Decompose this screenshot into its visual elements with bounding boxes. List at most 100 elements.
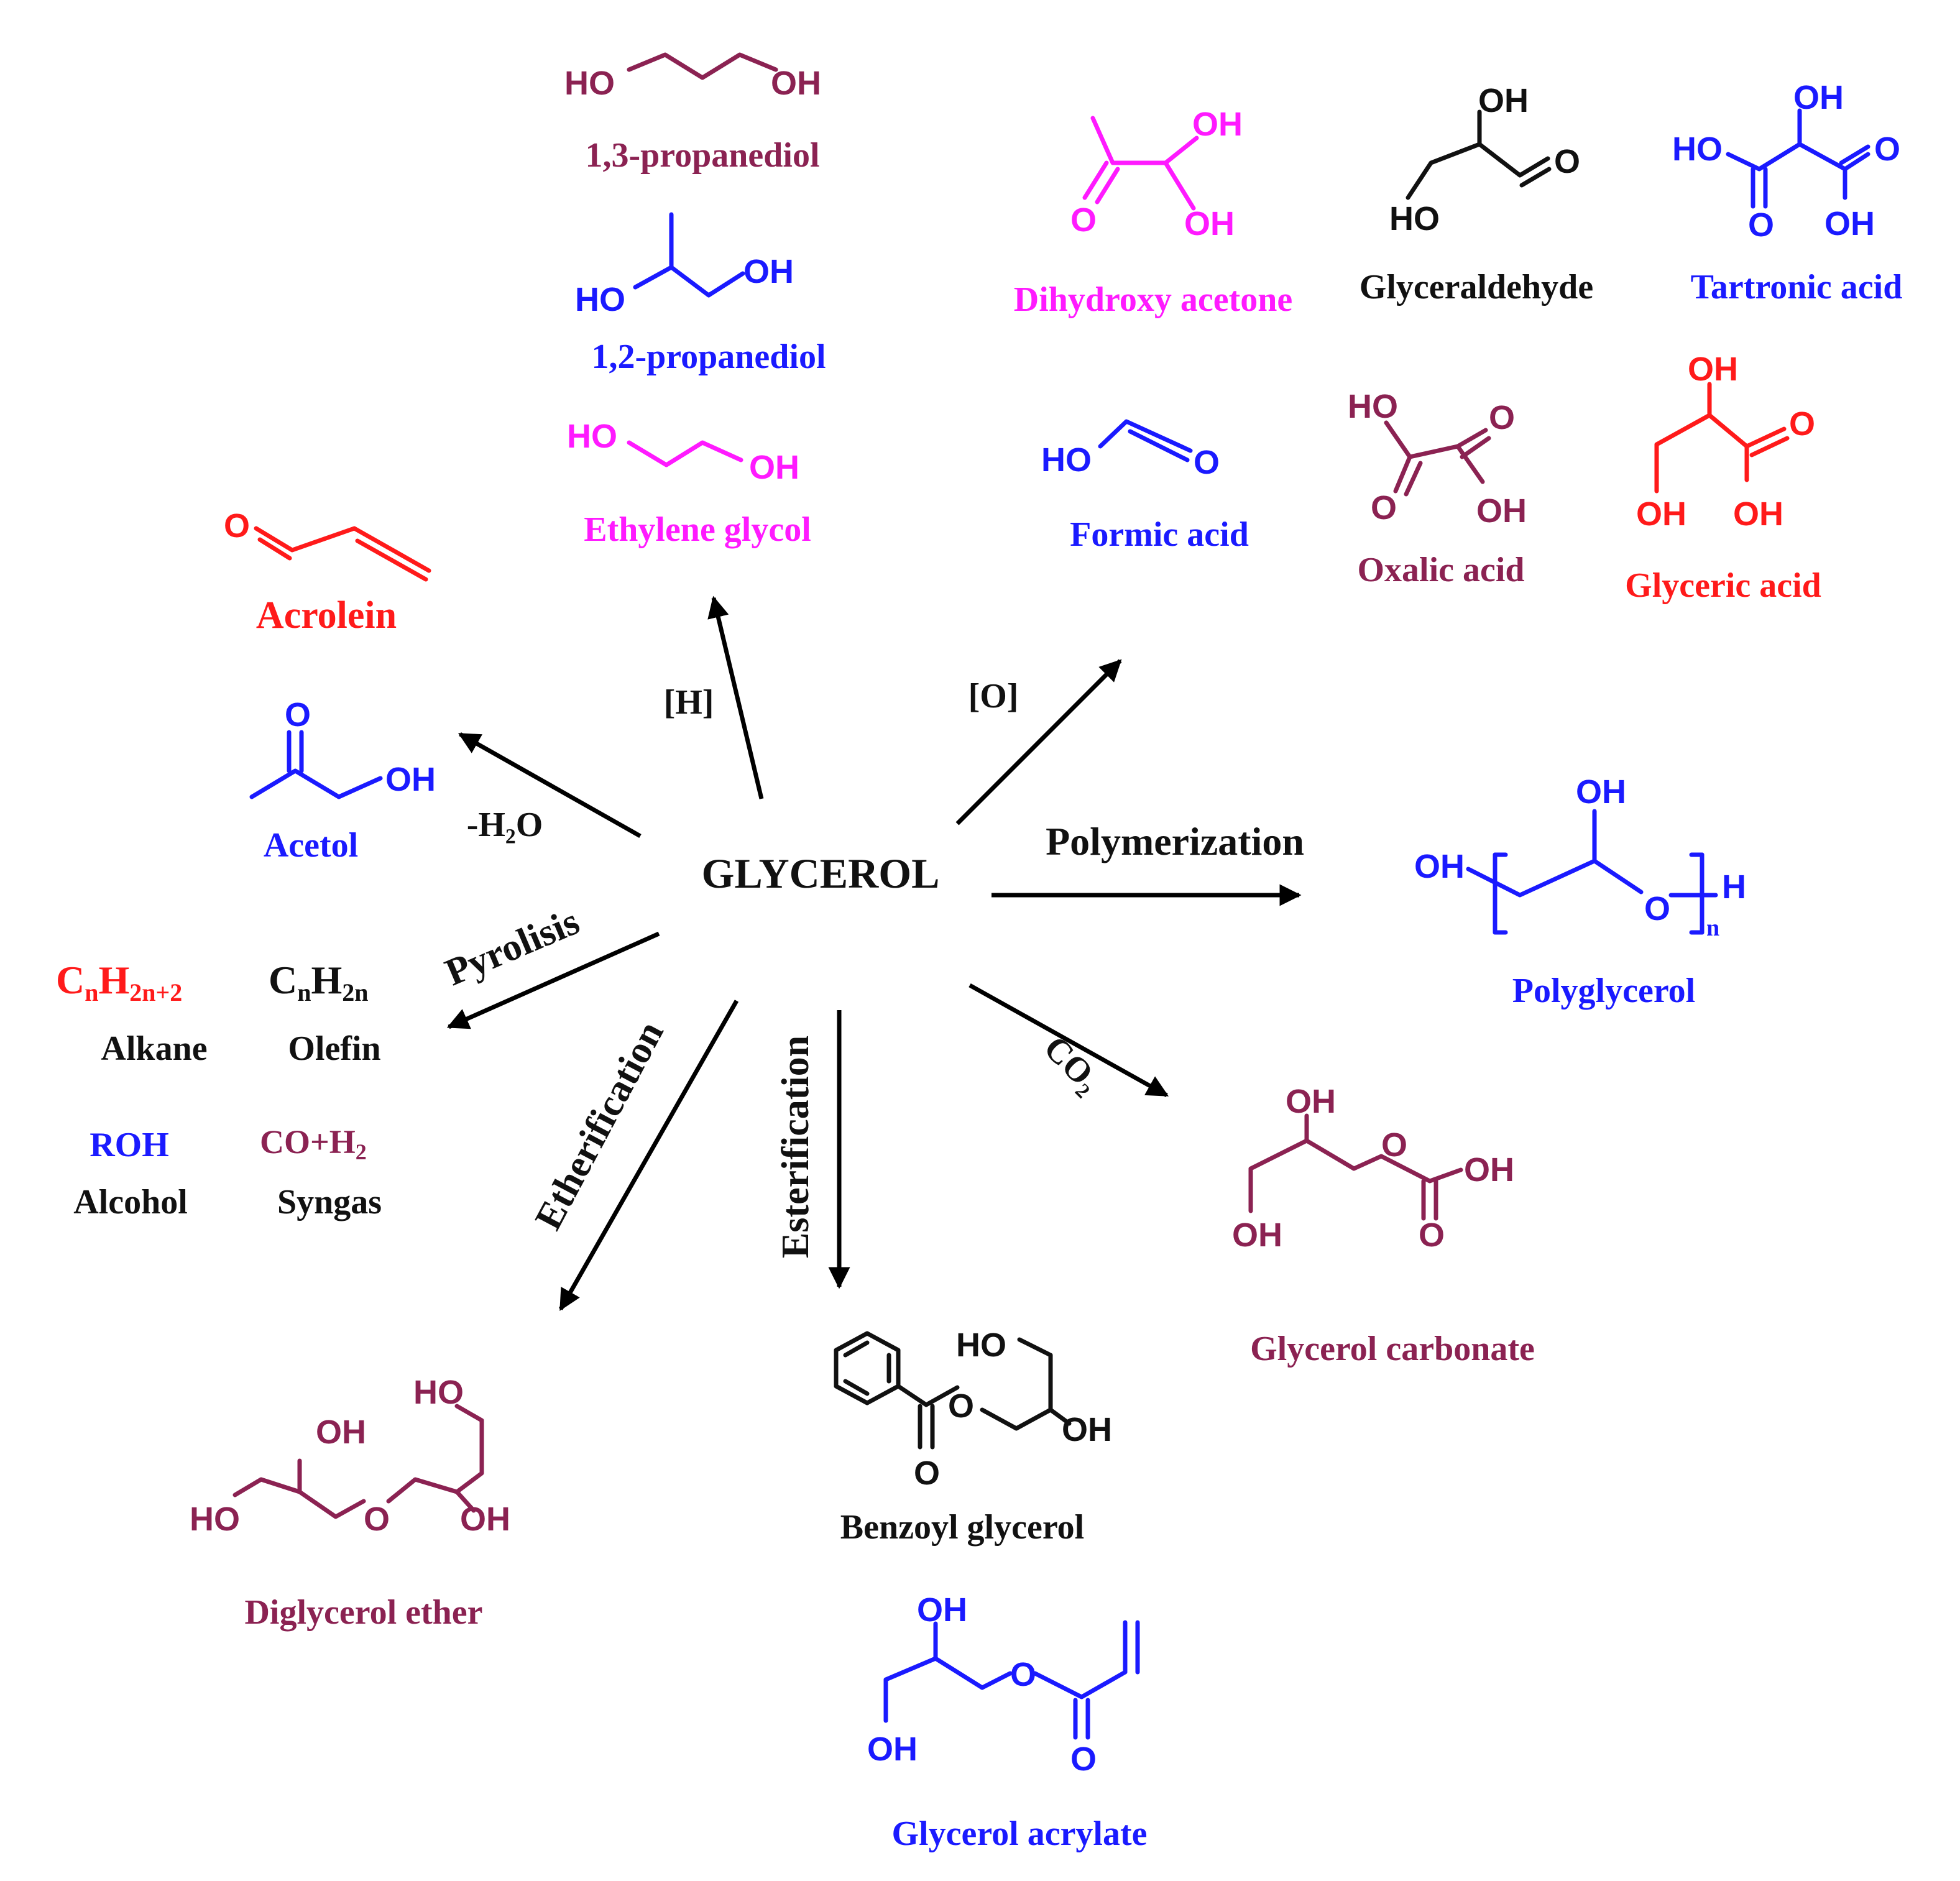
molecule-glyceraldehyde: OH HO O Glyceraldehyde xyxy=(1360,82,1593,306)
label-ethylene-glycol: Ethylene glycol xyxy=(584,510,811,549)
label-dihydroxy-acetone: Dihydroxy acetone xyxy=(1014,280,1293,319)
label-alkane: Alkane xyxy=(101,1029,207,1068)
label-tartronic-acid: Tartronic acid xyxy=(1691,268,1903,306)
atom-oh: OH xyxy=(1478,82,1529,119)
route-label-esterification: Esterification xyxy=(775,1036,817,1258)
arrow-oxidation xyxy=(955,659,1122,826)
atom-oh: OH xyxy=(749,449,799,486)
atom-o: O xyxy=(1070,201,1097,239)
molecule-oxalic-acid: HO O O OH Oxalic acid xyxy=(1348,388,1527,589)
atom-ho: HO xyxy=(1348,388,1398,425)
label-glycerol-acrylate: Glycerol acrylate xyxy=(891,1814,1147,1853)
atom-oh: OH xyxy=(1688,351,1738,388)
atom-oh: OH xyxy=(1062,1411,1112,1448)
atom-oh: OH xyxy=(1192,106,1243,143)
atom-oh: OH xyxy=(1733,495,1783,533)
arrow-etherification xyxy=(558,1000,739,1312)
atom-oh: OH xyxy=(316,1414,366,1451)
atom-o: O xyxy=(364,1501,390,1538)
atom-oh: OH xyxy=(771,65,821,102)
arrow-dehydration xyxy=(458,732,642,839)
label-alcohol: Alcohol xyxy=(73,1183,188,1221)
arrow-hydrogenation xyxy=(707,596,764,799)
atom-o: O xyxy=(1070,1741,1097,1778)
route-label-oxidation: [O] xyxy=(968,677,1019,715)
arrow-carboxylation xyxy=(968,983,1169,1098)
molecule-benzoyl-glycerol: HO O OH O Benzoyl glycerol xyxy=(834,1327,1112,1547)
atom-oh: OH xyxy=(385,761,436,798)
molecule-glycerol-acrylate: OH O OH O Glycerol acrylate xyxy=(867,1591,1148,1853)
atom-o: O xyxy=(224,507,250,545)
formula-syngas: CO+H2 xyxy=(260,1123,367,1164)
atom-oh: OH xyxy=(1476,492,1527,530)
atom-o: O xyxy=(1789,405,1815,443)
molecule-diglycerol-ether: HO OH HO O OH Diglycerol ether xyxy=(190,1374,510,1632)
atom-ho: HO xyxy=(956,1327,1006,1364)
label-acetol: Acetol xyxy=(264,826,358,865)
atom-o: O xyxy=(948,1387,974,1425)
atom-oh: OH xyxy=(1636,495,1686,533)
label-diglycerol-ether: Diglycerol ether xyxy=(244,1593,482,1632)
atom-oh: OH xyxy=(867,1731,918,1768)
atom-o: O xyxy=(1371,489,1397,527)
atom-o: O xyxy=(1194,444,1220,481)
label-oxalic-acid: Oxalic acid xyxy=(1357,551,1524,589)
route-label-etherification: Etherification xyxy=(527,1014,672,1236)
atom-oh: OH xyxy=(917,1591,967,1629)
atom-oh: OH xyxy=(460,1501,510,1538)
atom-o: O xyxy=(285,696,311,734)
molecule-acetol: O OH Acetol xyxy=(249,696,436,865)
route-label-hydrogenation: [H] xyxy=(664,683,714,722)
formula-alkane: CnH2n+2 xyxy=(56,958,182,1006)
atom-o: O xyxy=(914,1455,940,1492)
label-formic-acid: Formic acid xyxy=(1070,515,1249,554)
label-glyceric-acid: Glyceric acid xyxy=(1625,566,1821,605)
formula-olefin: CnH2n xyxy=(269,958,369,1006)
molecule-acrolein: O Acrolein xyxy=(224,507,431,637)
label-syngas: Syngas xyxy=(277,1183,382,1221)
atom-ho: HO xyxy=(1041,441,1092,479)
atom-o: O xyxy=(1489,399,1515,436)
label-acrolein: Acrolein xyxy=(256,594,397,637)
atom-o: O xyxy=(1554,143,1580,180)
atom-ho: HO xyxy=(575,281,625,318)
molecule-tartronic-acid: OH HO O O OH Tartronic acid xyxy=(1672,79,1902,306)
molecule-1-3-propanediol: HO OH 1,3-propanediol xyxy=(564,52,821,175)
molecule-glyceric-acid: OH O OH OH Glyceric acid xyxy=(1625,351,1821,605)
route-label-carboxylation: CO₂ xyxy=(1036,1029,1108,1100)
formula-alcohol: ROH xyxy=(90,1126,169,1164)
atom-o: O xyxy=(1419,1216,1445,1254)
label-1-2-propanediol: 1,2-propanediol xyxy=(591,338,826,376)
label-1-3-propanediol: 1,3-propanediol xyxy=(585,136,819,175)
label-glycerol-carbonate: Glycerol carbonate xyxy=(1250,1330,1535,1368)
label-polyglycerol: Polyglycerol xyxy=(1512,972,1695,1010)
route-label-pyrolysis: Pyrolisis xyxy=(439,900,586,994)
atom-o: O xyxy=(1381,1126,1407,1164)
atom-o: O xyxy=(1874,131,1900,168)
reaction-arrows xyxy=(446,596,1302,1312)
atom-o: O xyxy=(1748,206,1774,244)
atom-oh: OH xyxy=(1414,848,1465,885)
molecule-1-2-propanediol: HO OH 1,2-propanediol xyxy=(575,212,826,376)
arrow-pyrolysis xyxy=(446,931,660,1029)
atom-ho: HO xyxy=(413,1374,464,1411)
atom-oh: OH xyxy=(1576,773,1626,811)
atom-ho: HO xyxy=(190,1501,240,1538)
molecule-glycerol-carbonate: OH O OH OH O Glycerol carbonate xyxy=(1232,1083,1535,1368)
molecule-formic-acid: HO O Formic acid xyxy=(1041,419,1249,554)
atom-oh: OH xyxy=(1184,205,1235,242)
atom-ho: HO xyxy=(564,65,615,102)
glycerol-center-label: GLYCEROL xyxy=(702,850,940,897)
label-benzoyl-glycerol: Benzoyl glycerol xyxy=(840,1508,1084,1547)
route-label-dehydration: -H₂O xyxy=(467,806,543,844)
atom-oh: OH xyxy=(1824,205,1875,242)
atom-o: O xyxy=(1644,890,1670,927)
molecule-ethylene-glycol: HO OH Ethylene glycol xyxy=(567,418,811,549)
atom-ho: HO xyxy=(567,418,617,455)
atom-oh: OH xyxy=(1464,1151,1514,1189)
atom-o: O xyxy=(1010,1656,1036,1693)
label-olefin: Olefin xyxy=(288,1029,380,1068)
atom-oh: OH xyxy=(1286,1083,1336,1120)
route-label-polymerization: Polymerization xyxy=(1046,819,1304,863)
label-glyceraldehyde: Glyceraldehyde xyxy=(1360,268,1593,306)
